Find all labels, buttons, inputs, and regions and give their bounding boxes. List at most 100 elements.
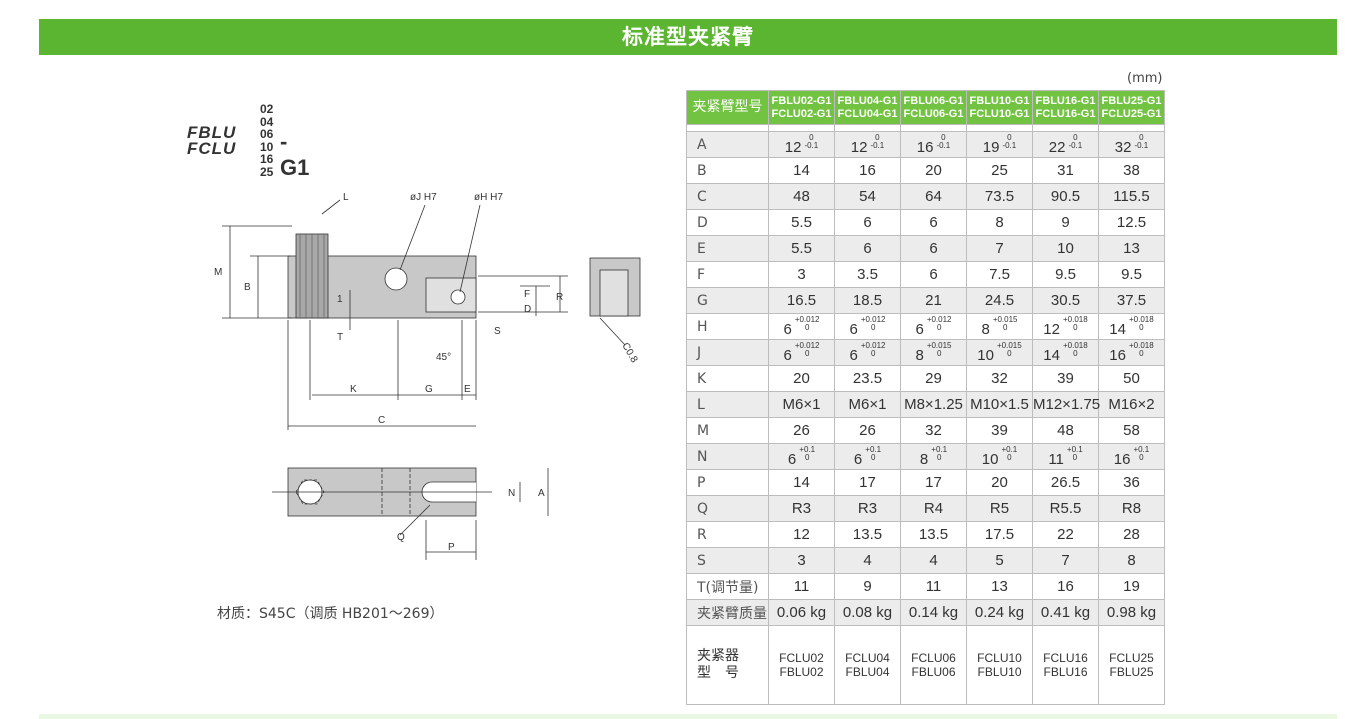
- table-cell: 4: [900, 547, 967, 574]
- label-c08: C0.8: [619, 341, 639, 365]
- table-cell: 11: [900, 573, 967, 600]
- unit-label: (mm): [1127, 71, 1163, 86]
- row-label: Q: [686, 495, 769, 522]
- table-cell: 9.5: [1032, 261, 1099, 288]
- page-title: 标准型夹紧臂: [39, 19, 1337, 55]
- table-cell: 16: [1032, 573, 1099, 600]
- model-name: FCLU10-G1: [969, 107, 1030, 120]
- upper-tolerance: +0.018: [1062, 340, 1088, 350]
- row-label: 夹紧臂质量: [686, 599, 769, 626]
- upper-tolerance: +0.015: [996, 340, 1022, 350]
- model-name: FBLU02-G1: [771, 94, 832, 107]
- table-cell: 0.24 kg: [966, 599, 1033, 626]
- upper-tolerance: +0.1: [799, 444, 816, 454]
- lower-tolerance: 0: [936, 322, 942, 332]
- model-name: FBLU04-G1: [837, 94, 898, 107]
- nominal-value: 32: [1114, 138, 1132, 156]
- nominal-value: 6: [783, 320, 792, 338]
- lower-tolerance: 0: [870, 348, 876, 358]
- dimension-drawing: L øJ H7 øH H7 M B 1 T F D R S 45° K G E …: [214, 192, 641, 560]
- table-cell: 26.5: [1032, 469, 1099, 496]
- table-cell: 37.5: [1098, 287, 1165, 314]
- table-cell: 115.5: [1098, 183, 1165, 210]
- nominal-value: 12: [784, 138, 802, 156]
- clamp-model: FBLU16: [1043, 665, 1088, 679]
- table-cell: M10×1.5: [966, 391, 1033, 418]
- lower-tolerance: 0: [936, 348, 942, 358]
- lower-tolerance: -0.1: [936, 140, 951, 150]
- hole-h: [450, 289, 466, 305]
- table-cell: 50: [1098, 365, 1165, 392]
- table-cell: 3: [768, 261, 835, 288]
- label-f: F: [524, 289, 530, 300]
- table-cell: 73.5: [966, 183, 1033, 210]
- label-g: G: [425, 384, 433, 395]
- table-cell: 6: [834, 235, 901, 262]
- bottom-bar: [39, 714, 1337, 719]
- row-label: L: [686, 391, 769, 418]
- upper-tolerance: 0: [1073, 132, 1078, 142]
- nominal-value: 8: [981, 320, 990, 338]
- material-note: 材质：S45C（调质 HB201～269）: [217, 606, 444, 622]
- clamp-model: FBLU25: [1109, 665, 1154, 679]
- nominal-value: 10: [981, 450, 999, 468]
- header-label: 夹紧臂型号: [686, 90, 769, 125]
- label-line: 夹紧器: [697, 648, 739, 664]
- table-cell: R5.5: [1032, 495, 1099, 522]
- upper-tolerance: +0.015: [926, 340, 952, 350]
- label-a: A: [538, 488, 545, 499]
- model-name: FBLU06-G1: [903, 94, 964, 107]
- tolerance: 0-0.1: [804, 132, 818, 150]
- table-cell: M8×1.25: [900, 391, 967, 418]
- table-cell: 6: [900, 235, 967, 262]
- nominal-value: 6: [853, 450, 863, 468]
- upper-tolerance: +0.018: [1128, 314, 1154, 324]
- upper-tolerance: +0.015: [992, 314, 1018, 324]
- upper-tolerance: +0.012: [794, 314, 820, 324]
- table-cell: 0.14 kg: [900, 599, 967, 626]
- nominal-value: 12: [850, 138, 868, 156]
- table-cell: 48: [768, 183, 835, 210]
- table-cell: 13.5: [834, 521, 901, 548]
- table-cell: 48: [1032, 417, 1099, 444]
- upper-tolerance: 0: [941, 132, 946, 142]
- lower-tolerance: -0.1: [1068, 140, 1083, 150]
- model-name: FCLU02-G1: [771, 107, 832, 120]
- label-r: R: [556, 292, 563, 303]
- upper-tolerance: +0.012: [926, 314, 952, 324]
- table-cell: 13: [1098, 235, 1165, 262]
- lower-tolerance: 0: [1139, 322, 1144, 332]
- row-label: 夹紧器型 号: [686, 625, 769, 705]
- row-label: C: [686, 183, 769, 210]
- table-cell: 0.98 kg: [1098, 599, 1165, 626]
- table-cell: 6: [900, 261, 967, 288]
- lower-tolerance: -0.1: [1002, 140, 1017, 150]
- size: 02: [260, 102, 274, 116]
- upper-tolerance: 0: [809, 132, 814, 142]
